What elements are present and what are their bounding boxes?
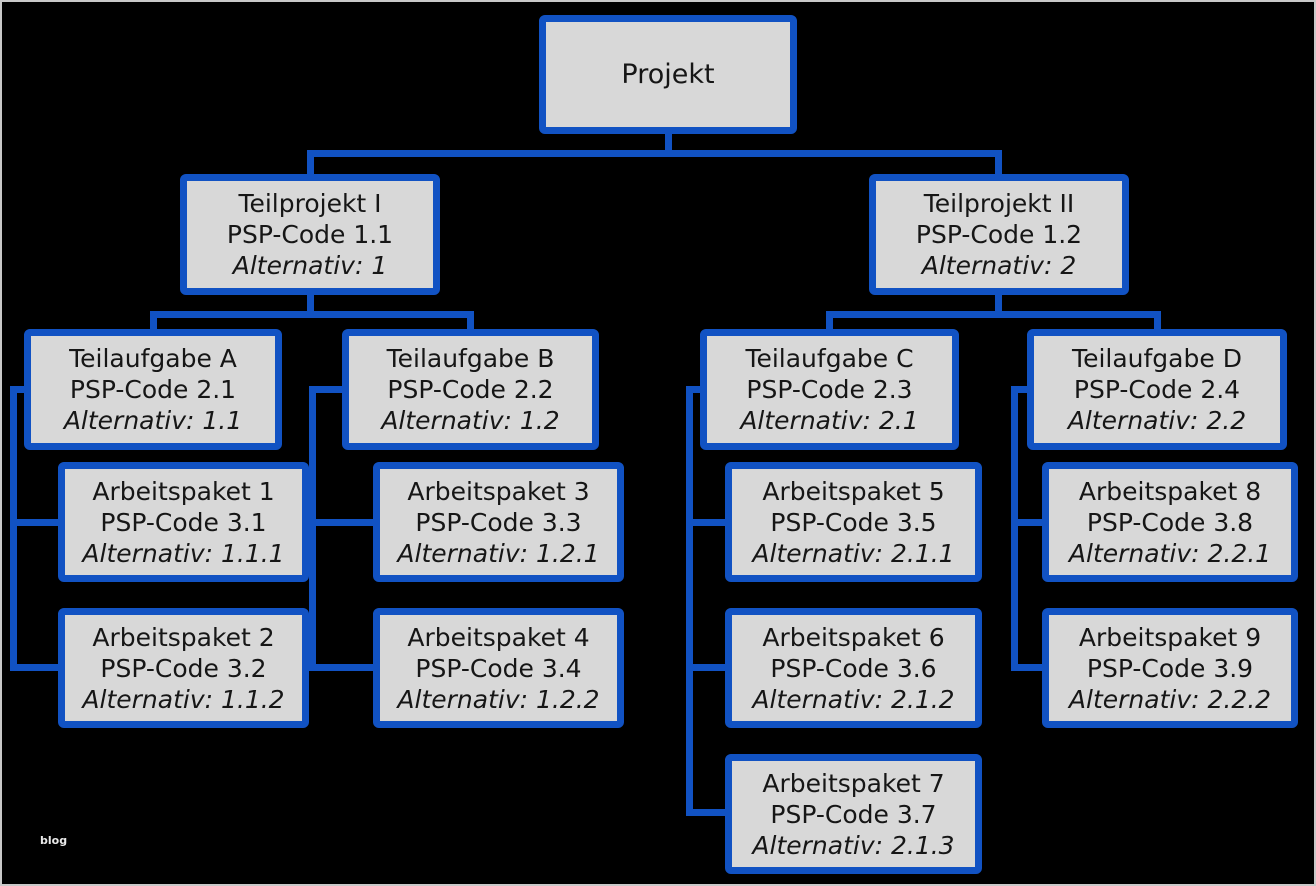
node-projekt: Projekt: [539, 15, 797, 134]
connector-line: [10, 386, 17, 671]
node-teilprojekt-1: Teilprojekt I PSP-Code 1.1 Alternativ: 1: [180, 174, 440, 295]
node-alternative: Alternativ: 2.1.2: [752, 684, 955, 714]
node-alternative: Alternativ: 2: [921, 251, 1077, 280]
connector-line: [467, 311, 474, 331]
node-title: Arbeitspaket 4: [407, 622, 590, 652]
connector-line: [150, 311, 474, 318]
node-psp-code: PSP-Code 3.7: [770, 799, 937, 829]
node-title: Teilaufgabe A: [69, 344, 237, 373]
node-psp-code: PSP-Code 2.1: [69, 375, 237, 404]
watermark-blog: blog: [40, 834, 68, 847]
node-arbeitspaket-9: Arbeitspaket 9 PSP-Code 3.9 Alternativ: …: [1042, 608, 1298, 728]
node-title: Teilprojekt I: [238, 189, 382, 218]
node-arbeitspaket-6: Arbeitspaket 6 PSP-Code 3.6 Alternativ: …: [725, 608, 982, 728]
connector-line: [309, 664, 377, 671]
node-title: Teilprojekt II: [923, 189, 1075, 218]
connector-line: [665, 132, 672, 157]
node-title: Teilaufgabe B: [386, 344, 555, 373]
node-title: Teilaufgabe D: [1072, 344, 1242, 373]
node-psp-code: PSP-Code 1.2: [915, 220, 1083, 249]
node-title: Arbeitspaket 6: [762, 622, 945, 652]
connector-line: [307, 150, 1002, 157]
node-alternative: Alternativ: 2.1.1: [752, 538, 955, 568]
node-alternative: Alternativ: 2.1: [740, 406, 919, 435]
connector-line: [309, 386, 346, 393]
node-arbeitspaket-8: Arbeitspaket 8 PSP-Code 3.8 Alternativ: …: [1042, 462, 1298, 582]
connector-line: [686, 386, 693, 816]
node-alternative: Alternativ: 1.2: [381, 406, 560, 435]
node-psp-code: PSP-Code 2.4: [1073, 375, 1241, 404]
node-arbeitspaket-4: Arbeitspaket 4 PSP-Code 3.4 Alternativ: …: [373, 608, 624, 728]
node-teilaufgabe-b: Teilaufgabe B PSP-Code 2.2 Alternativ: 1…: [342, 329, 599, 450]
node-alternative: Alternativ: 1.1: [63, 406, 243, 435]
node-arbeitspaket-1: Arbeitspaket 1 PSP-Code 3.1 Alternativ: …: [58, 462, 309, 582]
node-alternative: Alternativ: 1.1.1: [82, 538, 285, 568]
connector-line: [995, 150, 1002, 176]
connector-line: [995, 293, 1002, 318]
node-psp-code: PSP-Code 3.6: [770, 653, 937, 683]
node-arbeitspaket-3: Arbeitspaket 3 PSP-Code 3.3 Alternativ: …: [373, 462, 624, 582]
node-alternative: Alternativ: 2.1.3: [752, 830, 955, 860]
node-psp-code: PSP-Code 3.9: [1086, 653, 1254, 683]
node-alternative: Alternativ: 2.2.1: [1068, 538, 1272, 568]
node-arbeitspaket-2: Arbeitspaket 2 PSP-Code 3.2 Alternativ: …: [58, 608, 309, 728]
node-title: Arbeitspaket 1: [92, 476, 275, 506]
node-title: Arbeitspaket 5: [762, 476, 945, 506]
node-title: Arbeitspaket 7: [762, 768, 945, 798]
node-alternative: Alternativ: 2.2: [1067, 406, 1247, 435]
connector-line: [1011, 664, 1045, 671]
node-arbeitspaket-7: Arbeitspaket 7 PSP-Code 3.7 Alternativ: …: [725, 754, 982, 874]
node-alternative: Alternativ: 1.2.1: [397, 538, 600, 568]
connector-line: [1154, 311, 1161, 331]
node-title: Arbeitspaket 2: [92, 622, 275, 652]
connector-line: [10, 386, 28, 393]
connector-line: [150, 311, 157, 331]
connector-line: [686, 519, 729, 526]
connector-line: [686, 386, 704, 393]
connector-line: [10, 519, 62, 526]
connector-line: [307, 150, 314, 176]
node-psp-code: PSP-Code 1.1: [226, 220, 394, 249]
node-psp-code: PSP-Code 3.8: [1086, 507, 1254, 537]
node-psp-code: PSP-Code 2.2: [387, 375, 554, 404]
node-psp-code: PSP-Code 3.1: [100, 507, 267, 537]
connector-line: [1011, 386, 1018, 671]
node-teilaufgabe-c: Teilaufgabe C PSP-Code 2.3 Alternativ: 2…: [700, 329, 959, 450]
node-title: Arbeitspaket 8: [1078, 476, 1262, 506]
connector-line: [309, 386, 316, 671]
connector-line: [307, 293, 314, 318]
connector-line: [10, 664, 62, 671]
node-alternative: Alternativ: 1.2.2: [397, 684, 600, 714]
node-alternative: Alternativ: 1: [232, 251, 388, 280]
node-title: Projekt: [621, 59, 715, 90]
node-title: Arbeitspaket 3: [407, 476, 590, 506]
node-teilprojekt-2: Teilprojekt II PSP-Code 1.2 Alternativ: …: [869, 174, 1129, 295]
connector-line: [826, 311, 833, 331]
node-arbeitspaket-5: Arbeitspaket 5 PSP-Code 3.5 Alternativ: …: [725, 462, 982, 582]
connector-line: [686, 664, 729, 671]
node-psp-code: PSP-Code 3.2: [100, 653, 267, 683]
node-psp-code: PSP-Code 3.4: [415, 653, 582, 683]
connector-line: [309, 519, 377, 526]
connector-line: [1011, 519, 1045, 526]
node-alternative: Alternativ: 1.1.2: [82, 684, 285, 714]
node-title: Teilaufgabe C: [745, 344, 914, 373]
node-psp-code: PSP-Code 3.5: [770, 507, 937, 537]
node-teilaufgabe-a: Teilaufgabe A PSP-Code 2.1 Alternativ: 1…: [24, 329, 282, 450]
node-psp-code: PSP-Code 3.3: [415, 507, 582, 537]
node-teilaufgabe-d: Teilaufgabe D PSP-Code 2.4 Alternativ: 2…: [1027, 329, 1287, 450]
connector-line: [686, 809, 729, 816]
connector-line: [826, 311, 1161, 318]
node-psp-code: PSP-Code 2.3: [746, 375, 913, 404]
node-alternative: Alternativ: 2.2.2: [1068, 684, 1272, 714]
node-title: Arbeitspaket 9: [1078, 622, 1262, 652]
connector-line: [1011, 386, 1031, 393]
